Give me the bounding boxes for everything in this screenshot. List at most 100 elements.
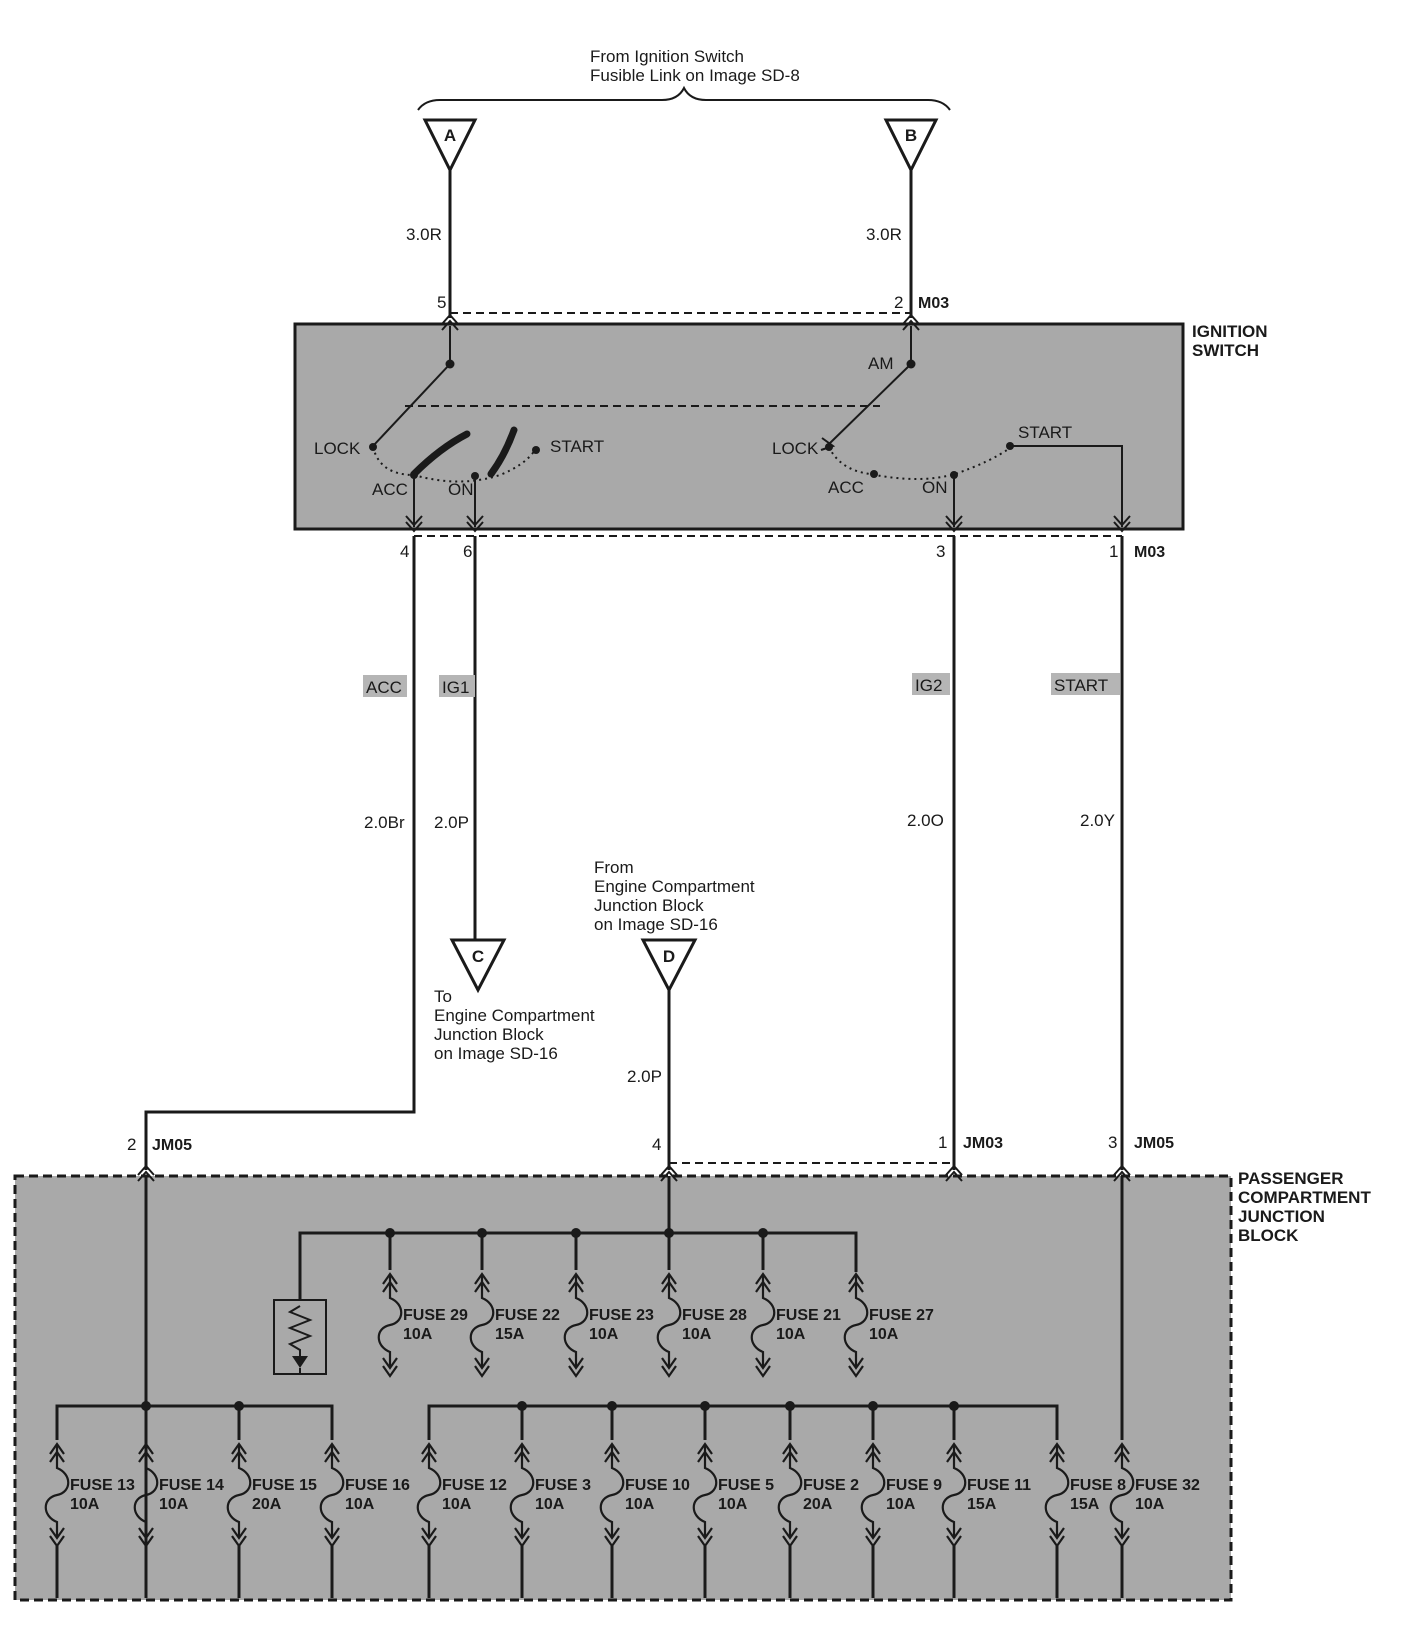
jb-title-3: JUNCTION	[1238, 1207, 1325, 1226]
fuse-rating: 10A	[869, 1326, 899, 1343]
fuse-rating: 10A	[625, 1496, 655, 1513]
ign-right-on: ON	[922, 478, 948, 497]
fuse-rating: 10A	[682, 1326, 712, 1343]
wire-b-label: 3.0R	[866, 225, 902, 244]
from-d-note-2: Engine Compartment	[594, 877, 755, 896]
top-bracket	[417, 85, 951, 111]
wire-ig2-label: 2.0O	[907, 811, 944, 830]
fuse-fuse-27: FUSE 27 10A	[843, 1272, 934, 1378]
ign-connector-top: M03	[918, 295, 949, 312]
fuse-rating: 10A	[535, 1496, 565, 1513]
fuse-rating: 10A	[159, 1496, 189, 1513]
ign-right-lock: LOCK	[772, 439, 819, 458]
jb-lower-mid-bus	[427, 1404, 1059, 1440]
ign-pin-6: 6	[463, 542, 472, 561]
ign-connector-bottom: M03	[1134, 544, 1165, 561]
ign-left-acc: ACC	[372, 480, 408, 499]
tag-acc: ACC	[366, 678, 402, 697]
connector-c-icon: C	[449, 938, 507, 994]
ignition-switch-box	[293, 322, 1185, 531]
ignition-switch-title-2: SWITCH	[1192, 341, 1259, 360]
ign-pin-4: 4	[400, 542, 409, 561]
fuse-name: FUSE 11	[967, 1477, 1031, 1494]
jb-lower-left-bus	[55, 1404, 334, 1440]
fuse-rating: 10A	[403, 1326, 433, 1343]
fuse-name: FUSE 5	[718, 1477, 774, 1494]
fuse-name: FUSE 10	[625, 1477, 690, 1494]
fuse-fuse-13: FUSE 13 10A	[44, 1442, 135, 1598]
fuse-fuse-2: FUSE 2 20A	[777, 1401, 859, 1598]
fuse-rating: 20A	[803, 1496, 833, 1513]
fuse-fuse-28: FUSE 28 10A	[656, 1228, 747, 1378]
fuse-name: FUSE 28	[682, 1307, 747, 1324]
svg-text:B: B	[905, 126, 917, 145]
fuse-name: FUSE 8	[1070, 1477, 1126, 1494]
jb-circuit-breaker-icon	[273, 1299, 327, 1375]
fuse-rating: 15A	[1070, 1496, 1100, 1513]
jb-pin-1-conn: JM05	[152, 1137, 192, 1154]
junction-block-box	[13, 1174, 1233, 1602]
to-c-note-4: on Image SD-16	[434, 1044, 558, 1063]
jb-pin-1-num: 2	[127, 1135, 136, 1154]
jb-pin-3-num: 1	[938, 1133, 947, 1152]
ign-left-on: ON	[448, 480, 474, 499]
fuse-name: FUSE 3	[535, 1477, 591, 1494]
tag-start: START	[1054, 676, 1108, 695]
from-d-note-4: on Image SD-16	[594, 915, 718, 934]
fuse-name: FUSE 32	[1135, 1477, 1200, 1494]
wire-start-label: 2.0Y	[1080, 811, 1115, 830]
jb-pin-4-conn: JM05	[1134, 1135, 1174, 1152]
fuse-rating: 10A	[589, 1326, 619, 1343]
fuse-fuse-16: FUSE 16 10A	[319, 1442, 410, 1598]
tag-ig2: IG2	[915, 676, 942, 695]
fuse-fuse-5: FUSE 5 10A	[692, 1401, 774, 1598]
to-c-note-3: Junction Block	[434, 1025, 544, 1044]
ign-acc-bar	[410, 430, 471, 478]
jb-title-4: BLOCK	[1238, 1226, 1299, 1245]
fuse-fuse-14: FUSE 14 10A	[133, 1401, 224, 1598]
ign-on-bar	[487, 426, 518, 478]
fuse-rating: 10A	[1135, 1496, 1165, 1513]
top-note-line1: From Ignition Switch	[590, 47, 744, 66]
from-d-note-1: From	[594, 858, 634, 877]
ign-right-start: START	[1018, 423, 1072, 442]
connector-a-icon: A	[422, 118, 478, 174]
fuse-fuse-3: FUSE 3 10A	[509, 1401, 591, 1598]
fuse-fuse-32: FUSE 32 10A	[1109, 1442, 1200, 1598]
svg-text:C: C	[472, 947, 484, 966]
jb-pin-2-num: 4	[652, 1135, 661, 1154]
jb-title-1: PASSENGER	[1238, 1169, 1344, 1188]
fuse-rating: 15A	[967, 1496, 997, 1513]
svg-text:D: D	[663, 947, 675, 966]
fuse-name: FUSE 16	[345, 1477, 410, 1494]
fuse-rating: 15A	[495, 1326, 525, 1343]
wire-acc	[144, 536, 416, 1170]
jb-pin-3-conn: JM03	[963, 1135, 1003, 1152]
fuse-rating: 10A	[345, 1496, 375, 1513]
fuse-fuse-11: FUSE 11 15A	[941, 1401, 1031, 1598]
fuse-rating: 10A	[70, 1496, 100, 1513]
fuse-name: FUSE 14	[159, 1477, 224, 1494]
top-note-line2: Fusible Link on Image SD-8	[590, 66, 800, 85]
wire-d-label: 2.0P	[627, 1067, 662, 1086]
to-c-note-1: To	[434, 987, 452, 1006]
fuse-name: FUSE 15	[252, 1477, 317, 1494]
ign-left-lock: LOCK	[314, 439, 361, 458]
tag-ig1: IG1	[442, 678, 469, 697]
fuse-rating: 10A	[886, 1496, 916, 1513]
ign-left-start: START	[550, 437, 604, 456]
fuse-name: FUSE 27	[869, 1307, 934, 1324]
fuse-name: FUSE 2	[803, 1477, 859, 1494]
fuse-rating: 10A	[718, 1496, 748, 1513]
fuse-fuse-8: FUSE 8 15A	[1044, 1442, 1126, 1598]
fuse-name: FUSE 13	[70, 1477, 135, 1494]
jb-title-2: COMPARTMENT	[1238, 1188, 1371, 1207]
connector-b-icon: B	[883, 118, 939, 174]
fuse-rating: 20A	[252, 1496, 282, 1513]
to-c-note-2: Engine Compartment	[434, 1006, 595, 1025]
fuse-rating: 10A	[776, 1326, 806, 1343]
